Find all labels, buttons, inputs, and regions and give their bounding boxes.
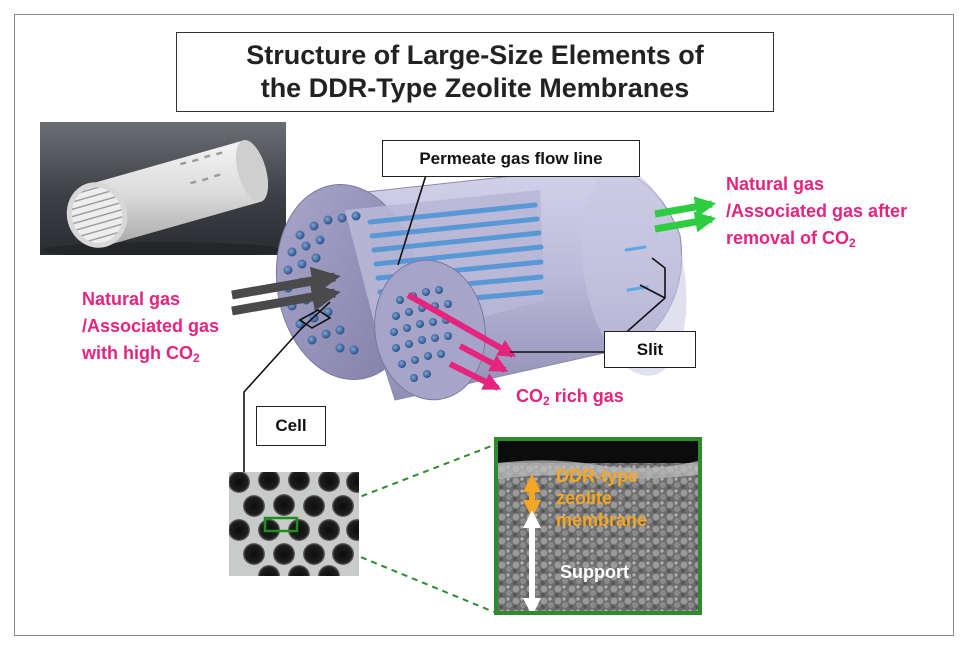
- title-line-2: the DDR-Type Zeolite Membranes: [260, 73, 690, 103]
- permeate-gas-flow-line-label: Permeate gas flow line: [382, 140, 640, 177]
- cell-closeup-drawing: [229, 472, 359, 576]
- outlet-line-3-sub: 2: [849, 236, 856, 250]
- sem-membrane-line-2: zeolite: [556, 488, 613, 508]
- co2-rich-gas-label: CO2 rich gas: [516, 383, 624, 415]
- sem-texture: [498, 441, 698, 611]
- slit-label: Slit: [604, 331, 696, 368]
- inlet-line-3: with high CO2: [82, 340, 219, 372]
- title-line-1: Structure of Large-Size Elements of: [246, 40, 704, 70]
- membrane-element-photo-drawing: [43, 139, 283, 255]
- inlet-gas-label: Natural gas /Associated gas with high CO…: [82, 286, 219, 372]
- inlet-line-3-sub: 2: [192, 351, 200, 365]
- outlet-line-3: removal of CO2: [726, 225, 907, 257]
- outlet-gas-label: Natural gas /Associated gas after remova…: [726, 171, 907, 257]
- outlet-line-2: /Associated gas after: [726, 201, 908, 221]
- co2-suffix: rich gas: [549, 386, 624, 406]
- inlet-line-1: Natural gas: [82, 289, 181, 309]
- co2-arrows-icon: [406, 292, 517, 391]
- outlet-arrows-icon: [654, 196, 717, 233]
- membrane-element-photo: [40, 122, 286, 255]
- inlet-line-2: /Associated gas: [82, 316, 220, 336]
- cell-closeup-photo: [229, 472, 359, 576]
- co2-prefix: CO: [516, 386, 543, 406]
- sem-support-label: Support: [560, 562, 629, 582]
- title-box: Structure of Large-Size Elements of the …: [176, 32, 774, 112]
- sem-membrane-label: DDR-type zeolite membrane: [556, 465, 647, 531]
- inlet-line-3-text: with high CO: [82, 343, 193, 363]
- co2-sub: 2: [543, 394, 550, 408]
- outlet-line-3-text: removal of CO: [726, 228, 850, 248]
- inlet-arrows-icon: [231, 266, 341, 316]
- sem-membrane-panel: DDR-type zeolite membrane Support: [494, 437, 702, 615]
- cell-label: Cell: [256, 406, 326, 446]
- outlet-line-1: Natural gas: [726, 174, 825, 194]
- sem-membrane-line-3: membrane: [556, 510, 648, 530]
- sem-membrane-line-1: DDR-type: [556, 466, 639, 486]
- outer-frame: [14, 14, 954, 636]
